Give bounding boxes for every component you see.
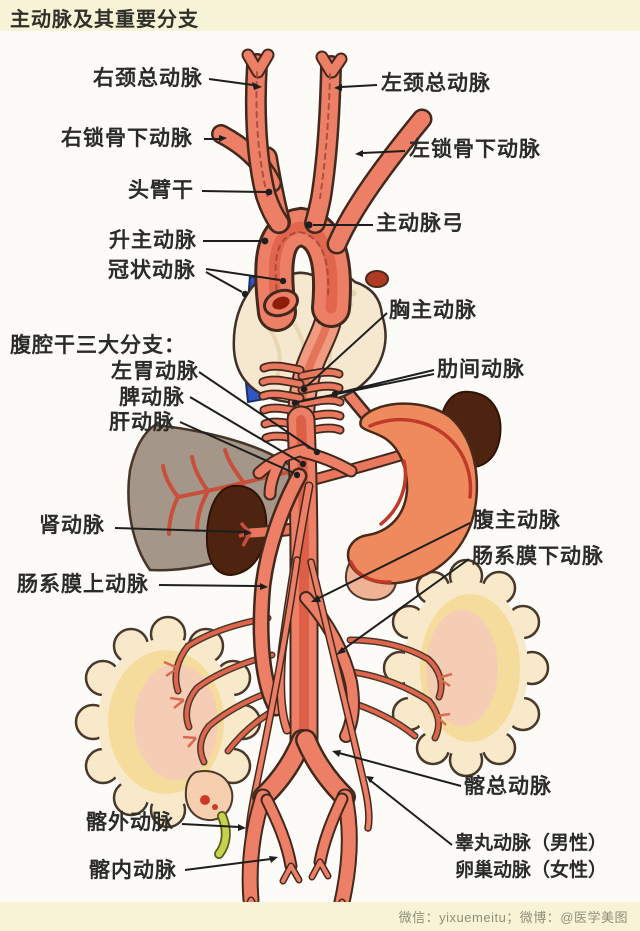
label-splenic-artery: 脾动脉 [119, 386, 185, 409]
mesenteric-arcade-left [163, 618, 278, 762]
label-superior-mesenteric: 肠系膜上动脉 [17, 573, 149, 596]
label-renal-artery: 肾动脉 [39, 514, 105, 537]
label-connectors [114, 78, 471, 871]
label-testicular-artery: 睾丸动脉（男性） [455, 833, 608, 854]
intestine-right [382, 558, 550, 778]
pulmonary-stump [365, 270, 389, 288]
label-common-iliac: 髂总动脉 [464, 775, 552, 798]
label-external-iliac: 髂外动脉 [86, 811, 174, 834]
label-ascending-aorta: 升主动脉 [109, 229, 197, 252]
page-title: 主动脉及其重要分支 [10, 9, 199, 31]
label-right-subclavian: 右锁骨下动脉 [61, 127, 193, 150]
label-abdominal-aorta: 腹主动脉 [473, 509, 561, 532]
label-intercostal-arteries: 肋间动脉 [437, 358, 525, 381]
label-coronary-artery: 冠状动脉 [108, 259, 196, 282]
label-brachiocephalic-trunk: 头臂干 [128, 179, 194, 202]
stomach [346, 402, 479, 585]
label-inferior-mesenteric: 肠系膜下动脉 [472, 545, 604, 568]
label-right-common-carotid: 右颈总动脉 [93, 67, 203, 90]
label-left-gastric-artery: 左胃动脉 [111, 360, 199, 383]
label-left-subclavian: 左锁骨下动脉 [409, 138, 541, 161]
label-ovarian-artery: 卵巢动脉（女性） [455, 860, 608, 881]
gastric-vessels [349, 418, 473, 584]
footer-bar: 微信：yixuemeitu；微博：@医学美图 [0, 902, 640, 931]
label-left-common-carotid: 左颈总动脉 [381, 72, 491, 95]
mesenteric-arcade-right [350, 640, 453, 738]
label-celiac-branches-header: 腹腔干三大分支： [10, 334, 186, 357]
aortic-root [263, 288, 299, 318]
label-hepatic-artery: 肝动脉 [109, 411, 175, 434]
label-aortic-arch: 主动脉弓 [376, 212, 464, 235]
label-internal-iliac: 髂内动脉 [89, 859, 177, 882]
watermark-text: 微信：yixuemeitu；微博：@医学美图 [398, 910, 628, 925]
title-bar: 主动脉及其重要分支 [0, 0, 640, 31]
appendix [184, 770, 234, 859]
label-thoracic-aorta: 胸主动脉 [389, 299, 477, 322]
